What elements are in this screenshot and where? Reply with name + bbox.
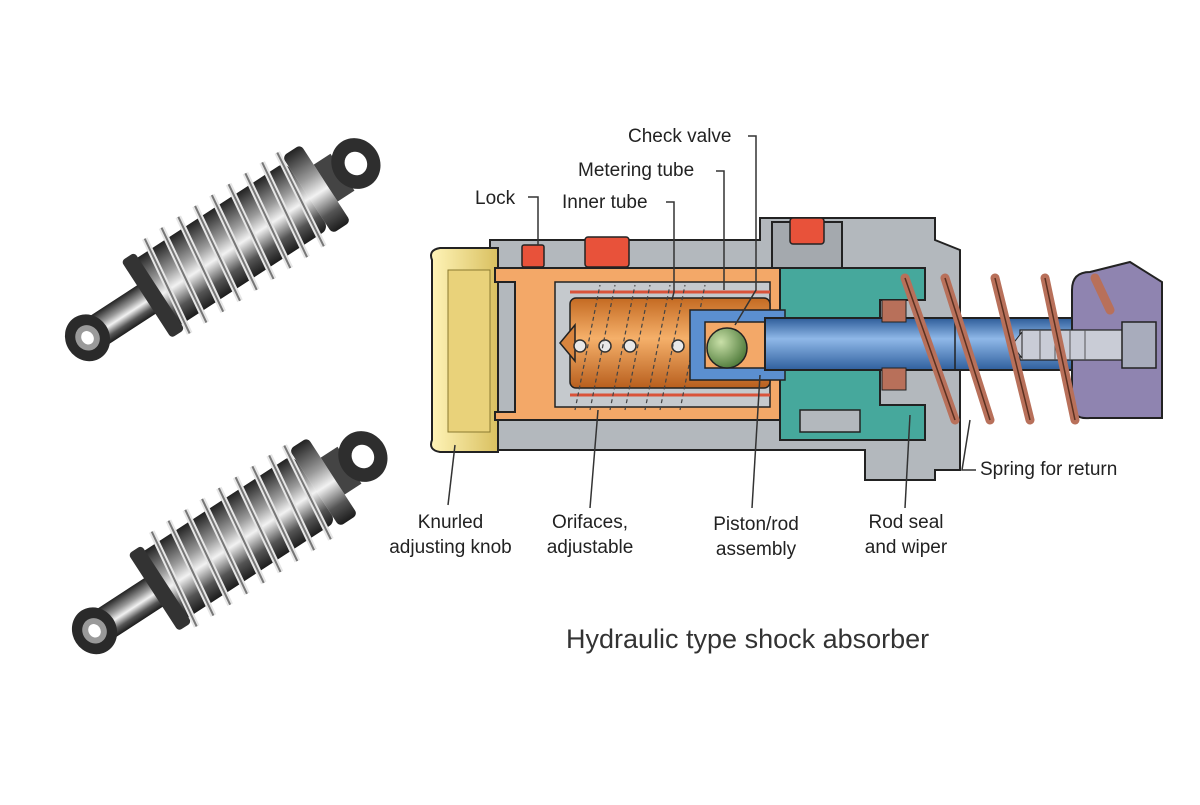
leader-lines — [447, 135, 976, 509]
check-valve-ball — [706, 327, 748, 369]
label-check-valve: Check valve — [628, 126, 732, 147]
label-orifices-line1: Orifaces, — [551, 512, 629, 533]
label-knob-line2: adjusting knob — [389, 537, 512, 558]
label-piston-line1: Piston/rod — [713, 514, 799, 535]
shock-absorber-photo-bottom — [48, 400, 412, 687]
label-metering-tube: Metering tube — [578, 160, 695, 181]
label-spring: Spring for return — [980, 459, 1118, 480]
lock-tab-2 — [584, 236, 630, 268]
label-lock: Lock — [475, 188, 516, 209]
label-rod-seal-line1: Rod seal — [868, 512, 944, 533]
figure-caption: Hydraulic type shock absorber — [566, 624, 930, 654]
label-inner-tube: Inner tube — [562, 192, 648, 213]
label-rod-seal: Rod seal and wiper — [846, 510, 966, 560]
label-orifices-line2: adjustable — [546, 537, 634, 558]
label-orifices: Orifaces, adjustable — [530, 510, 650, 560]
cutaway-diagram — [430, 217, 1163, 481]
label-rod-seal-line2: and wiper — [864, 537, 948, 558]
lock-tab-3 — [789, 217, 825, 245]
label-knob: Knurled adjusting knob — [378, 510, 523, 560]
label-knob-line1: Knurled — [417, 512, 484, 533]
lock-tab-1 — [521, 244, 545, 268]
shock-absorber-photo-top — [41, 107, 405, 394]
label-piston-line2: assembly — [715, 539, 797, 560]
label-piston: Piston/rod assembly — [696, 512, 816, 562]
